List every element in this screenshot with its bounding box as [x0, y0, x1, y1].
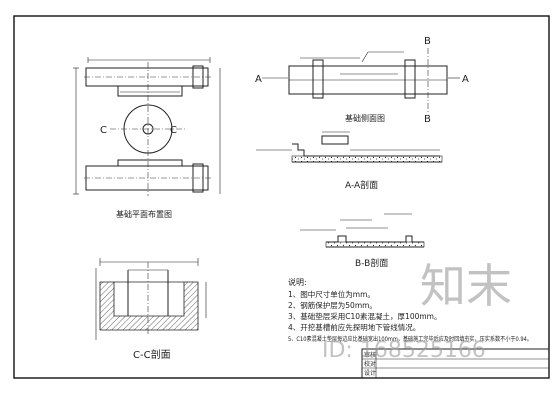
sheet-frame: [13, 15, 550, 379]
plan-section-marker-left: C: [100, 125, 107, 136]
side-section-marker-b-top: B: [424, 36, 431, 47]
plan-view: C C 基础平面布置图: [73, 57, 221, 219]
notes-block: 说明: 1、图中尺寸单位为mm。 2、钢筋保护层为50mm。 3、基础垫层采用C…: [288, 277, 532, 343]
side-view-caption: 基础侧面图: [345, 113, 385, 123]
side-section-marker-left: A: [255, 74, 262, 85]
note-item-4: 4、开挖基槽前应先探明地下管线情况。: [288, 322, 420, 332]
note-item-5: 5、C10素混凝土垫层每边应比基础宽出100mm，基础施工完毕后应及时回填夯实，…: [288, 335, 532, 343]
title-block-row-1: 审核: [364, 351, 376, 359]
note-item-2: 2、钢筋保护层为50mm。: [288, 300, 377, 310]
plan-section-marker-right: C: [170, 125, 177, 136]
title-block-row-2: 校对: [364, 360, 376, 368]
plan-view-caption: 基础平面布置图: [116, 209, 172, 219]
side-section-marker-right: A: [462, 74, 469, 85]
section-bb-view: B-B剖面: [300, 213, 425, 269]
note-item-3: 3、基础垫层采用C10素混凝土，厚100mm。: [288, 311, 441, 321]
watermark: 知末 ID: 168525166: [322, 259, 512, 363]
note-item-1: 1、图中尺寸单位为mm。: [288, 289, 375, 299]
section-aa-caption: A-A剖面: [345, 179, 378, 191]
watermark-id: ID: 168525166: [322, 338, 486, 363]
section-aa-view: A-A剖面: [256, 131, 443, 191]
notes-title: 说明:: [288, 277, 307, 287]
section-bb-caption: B-B剖面: [355, 257, 388, 269]
side-section-marker-b-bottom: B: [424, 114, 431, 125]
section-cc-view: C-C剖面: [95, 258, 207, 361]
title-block-row-3: 设计: [364, 369, 376, 377]
section-cc-caption: C-C剖面: [133, 348, 171, 361]
title-block: 审核 校对 设计: [361, 348, 550, 379]
side-view: A A B B 基础侧面图: [255, 36, 469, 125]
watermark-brand: 知末: [420, 259, 512, 313]
